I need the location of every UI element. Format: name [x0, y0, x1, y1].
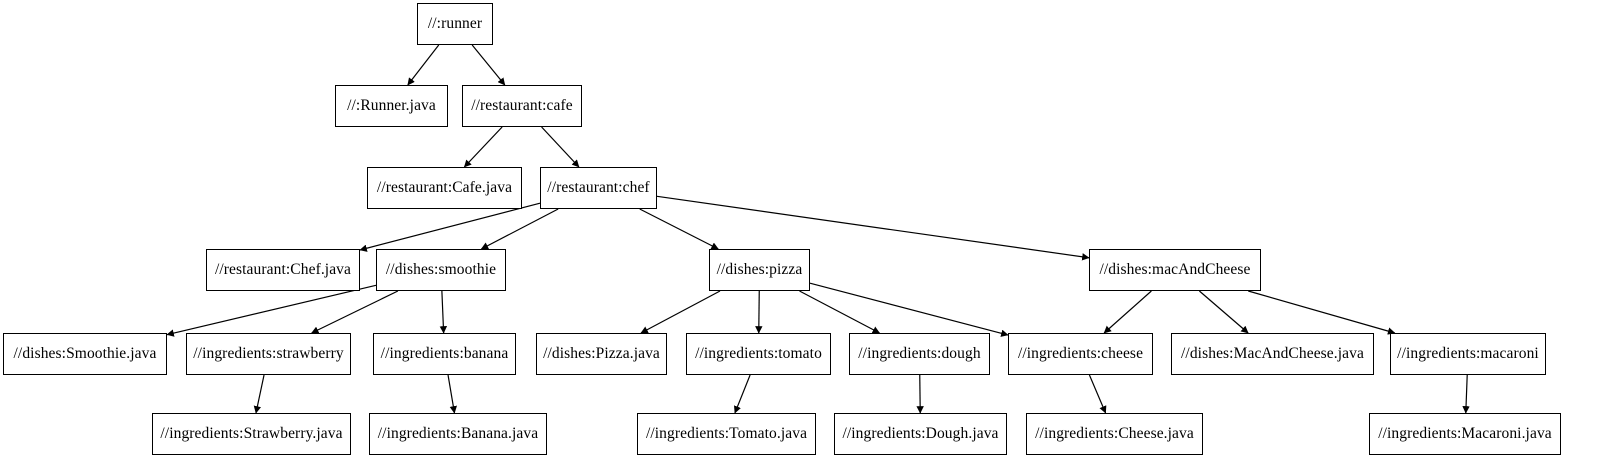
graph-edge-dishes-macandchee-to-macandcheese-java — [1198, 290, 1249, 334]
graph-node-banana-java[interactable]: //ingredients:Banana.java — [369, 413, 547, 455]
graph-edge-dishes-pizza-to-pizza-java — [640, 290, 721, 334]
graph-edge-dishes-pizza-to-ing-dough — [799, 290, 881, 334]
graph-node-label: //ingredients:Strawberry.java — [160, 425, 343, 443]
graph-node-label: //ingredients:Dough.java — [842, 425, 999, 443]
graph-edge-runner-to-restaurant-cafe — [471, 44, 506, 86]
graph-node-chef-java[interactable]: //restaurant:Chef.java — [206, 249, 360, 291]
graph-node-smoothie-java[interactable]: //dishes:Smoothie.java — [3, 333, 167, 375]
graph-node-cheese-java[interactable]: //ingredients:Cheese.java — [1026, 413, 1203, 455]
graph-node-label: //restaurant:Chef.java — [214, 261, 352, 279]
graph-node-label: //dishes:Smoothie.java — [13, 345, 157, 363]
graph-node-runner-java[interactable]: //:Runner.java — [335, 85, 448, 127]
graph-node-dough-java[interactable]: //ingredients:Dough.java — [834, 413, 1007, 455]
graph-node-label: //ingredients:cheese — [1017, 345, 1144, 363]
graph-edge-runner-to-runner-java — [407, 44, 440, 86]
graph-node-runner[interactable]: //:runner — [417, 3, 493, 45]
graph-node-label: //ingredients:Banana.java — [377, 425, 539, 443]
graph-node-restaurant-chef[interactable]: //restaurant:chef — [540, 167, 657, 209]
graph-edge-ing-banana-to-banana-java — [447, 374, 457, 414]
graph-node-ing-strawberry[interactable]: //ingredients:strawberry — [186, 333, 351, 375]
graph-node-label: //dishes:smoothie — [385, 261, 497, 279]
graph-node-ing-cheese[interactable]: //ingredients:cheese — [1008, 333, 1153, 375]
graph-edge-ing-tomato-to-tomato-java — [733, 374, 751, 414]
graph-node-label: //restaurant:Cafe.java — [376, 179, 513, 197]
graph-node-pizza-java[interactable]: //dishes:Pizza.java — [536, 333, 667, 375]
graph-node-label: //dishes:macAndCheese — [1099, 261, 1251, 279]
graph-node-label: //ingredients:strawberry — [193, 345, 344, 363]
graph-edge-restaurant-chef-to-chef-java — [359, 202, 541, 252]
graph-edge-dishes-smoothie-to-ing-strawberry — [311, 290, 399, 334]
graph-node-ing-tomato[interactable]: //ingredients:tomato — [686, 333, 831, 375]
graph-edge-dishes-smoothie-to-ing-banana — [439, 290, 448, 334]
graph-node-label: //:runner — [427, 15, 483, 33]
graph-node-label: //restaurant:chef — [547, 179, 650, 197]
graph-node-macandcheese-java[interactable]: //dishes:MacAndCheese.java — [1171, 333, 1374, 375]
graph-node-dishes-macandchee[interactable]: //dishes:macAndCheese — [1089, 249, 1261, 291]
graph-node-label: //ingredients:tomato — [695, 345, 822, 363]
graph-node-label: //ingredients:macaroni — [1397, 345, 1539, 363]
graph-node-label: //restaurant:cafe — [471, 97, 573, 115]
graph-node-macaroni-java[interactable]: //ingredients:Macaroni.java — [1369, 413, 1561, 455]
graph-node-label: //ingredients:banana — [380, 345, 509, 363]
graph-edge-restaurant-cafe-to-restaurant-chef — [541, 126, 580, 168]
graph-node-label: //dishes:Pizza.java — [543, 345, 660, 363]
graph-node-ing-macaroni[interactable]: //ingredients:macaroni — [1390, 333, 1546, 375]
graph-node-label: //dishes:pizza — [716, 261, 803, 279]
graph-node-ing-dough[interactable]: //ingredients:dough — [849, 333, 990, 375]
graph-node-ing-banana[interactable]: //ingredients:banana — [373, 333, 516, 375]
graph-node-cafe-java[interactable]: //restaurant:Cafe.java — [367, 167, 522, 209]
graph-edge-dishes-macandchee-to-ing-cheese — [1103, 290, 1152, 334]
graph-node-label: //ingredients:dough — [858, 345, 981, 363]
graph-edge-restaurant-chef-to-dishes-smoothie — [480, 208, 559, 250]
graph-node-dishes-smoothie[interactable]: //dishes:smoothie — [376, 249, 506, 291]
graph-node-label: //ingredients:Macaroni.java — [1378, 425, 1552, 443]
graph-edge-ing-cheese-to-cheese-java — [1088, 374, 1107, 414]
graph-node-label: //ingredients:Cheese.java — [1035, 425, 1194, 443]
graph-edge-ing-macaroni-to-macaroni-java — [1462, 374, 1470, 414]
graph-node-strawberry-java[interactable]: //ingredients:Strawberry.java — [152, 413, 351, 455]
graph-edge-dishes-macandchee-to-ing-macaroni — [1248, 290, 1396, 335]
graph-edge-restaurant-chef-to-dishes-pizza — [639, 208, 719, 250]
graph-node-tomato-java[interactable]: //ingredients:Tomato.java — [637, 413, 816, 455]
graph-edge-dishes-pizza-to-ing-cheese — [809, 282, 1009, 337]
graph-edge-restaurant-cafe-to-cafe-java — [463, 126, 503, 168]
graph-edge-ing-strawberry-to-strawberry-java — [253, 374, 265, 414]
graph-node-restaurant-cafe[interactable]: //restaurant:cafe — [462, 85, 582, 127]
graph-node-label: //dishes:MacAndCheese.java — [1181, 345, 1364, 363]
graph-edge-dishes-smoothie-to-smoothie-java — [166, 284, 377, 337]
graph-node-label: //:Runner.java — [347, 97, 436, 115]
graph-edge-dishes-pizza-to-ing-tomato — [755, 290, 763, 334]
graph-node-dishes-pizza[interactable]: //dishes:pizza — [709, 249, 810, 291]
graph-node-label: //ingredients:Tomato.java — [645, 425, 808, 443]
